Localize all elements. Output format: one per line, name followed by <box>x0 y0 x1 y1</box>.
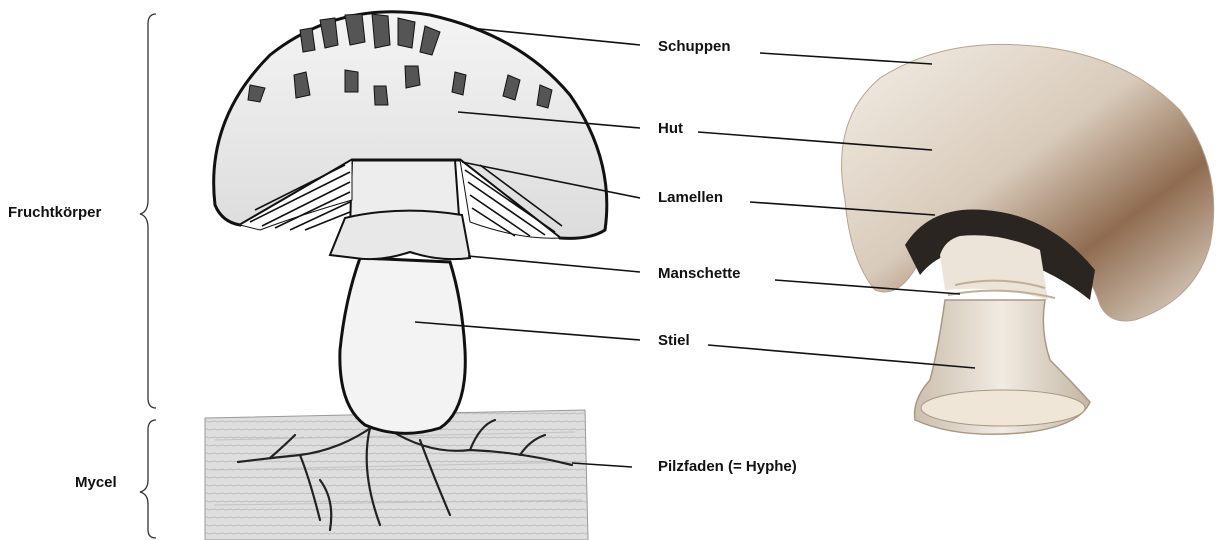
fruchtkoerper-bracket <box>140 14 156 408</box>
mushroom-photo <box>842 44 1214 434</box>
hut-label: Hut <box>658 120 683 138</box>
leader-manschette-photo <box>775 280 960 294</box>
pilzfaden-label: Pilzfaden (= Hyphe) <box>658 458 797 476</box>
manschette-label: Manschette <box>658 265 741 283</box>
schuppen-label: Schuppen <box>658 38 731 56</box>
lamellen-label: Lamellen <box>658 189 723 207</box>
fruchtkoerper-label: Fruchtkörper <box>8 204 101 222</box>
leader-manschette-drawing <box>468 256 640 272</box>
ring-illustration <box>330 211 470 259</box>
stiel-label: Stiel <box>658 332 690 350</box>
mycel-bracket <box>140 420 156 538</box>
mycel-label: Mycel <box>75 474 117 492</box>
stem-illustration <box>340 160 465 433</box>
leader-schuppen-photo <box>760 53 932 64</box>
